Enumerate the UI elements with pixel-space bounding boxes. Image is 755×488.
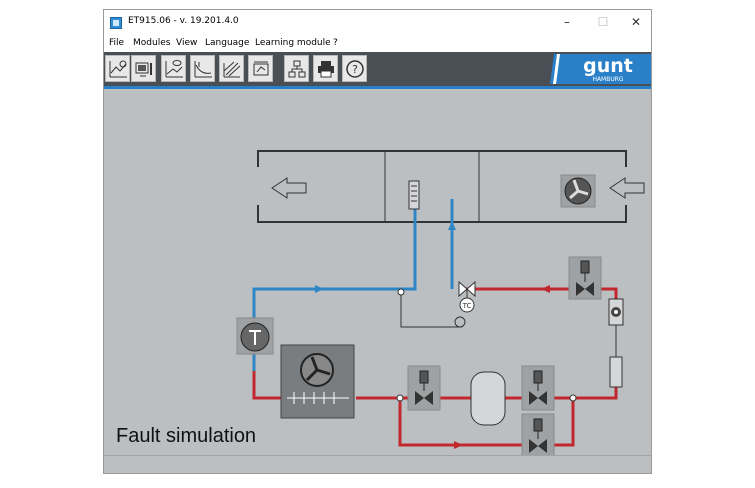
chart-view-button[interactable] [161, 55, 186, 82]
chart-curve-button[interactable] [190, 55, 215, 82]
compressor-icon[interactable] [236, 317, 274, 355]
maximize-button[interactable]: ☐ [597, 15, 609, 29]
air-inlet-arrow-icon [609, 177, 645, 199]
status-bar [104, 455, 651, 473]
diagram-icon [253, 61, 269, 76]
chart-time-button[interactable] [105, 55, 130, 82]
sight-glass-icon[interactable] [608, 298, 624, 326]
gunt-logo-text: gunt [583, 55, 633, 77]
process-diagram: TC [104, 89, 651, 455]
fault-simulation-label: Fault simulation [116, 425, 257, 447]
network-button[interactable] [284, 55, 309, 82]
menu-language[interactable]: Language [205, 38, 250, 48]
app-icon [110, 17, 122, 29]
solenoid-valve-left-icon[interactable] [407, 365, 441, 411]
help-icon: ? [346, 60, 364, 78]
chart-time-icon [109, 60, 127, 78]
menu-file[interactable]: File [109, 38, 125, 48]
menu-modules[interactable]: Modules [133, 38, 171, 48]
monitor-button[interactable] [131, 55, 156, 82]
app-window: ET915.06 - v. 19.201.4.0 – ☐ ✕ File Modu… [103, 9, 652, 474]
minimize-button[interactable]: – [564, 15, 570, 29]
solenoid-valve-bottom-icon[interactable] [521, 413, 555, 455]
expansion-valve-icon[interactable]: TC [397, 280, 476, 328]
chart-view-icon [165, 60, 183, 78]
title-bar: ET915.06 - v. 19.201.4.0 – ☐ ✕ [104, 10, 651, 36]
print-button[interactable] [313, 55, 338, 82]
menu-bar: File Modules View Language Learning modu… [104, 36, 651, 52]
svg-text:TC: TC [462, 302, 472, 310]
solenoid-valve-top-icon[interactable] [568, 256, 602, 300]
refrigeration-schematic: TC [236, 150, 645, 455]
grid-icon [223, 61, 241, 78]
svg-text:?: ? [352, 63, 358, 76]
window-title: ET915.06 - v. 19.201.4.0 [128, 16, 239, 26]
monitor-icon [135, 62, 152, 77]
air-duct [257, 150, 627, 223]
chart-curve-icon [194, 61, 212, 78]
grid-button[interactable] [219, 55, 244, 82]
filter-drier-icon[interactable] [609, 356, 623, 388]
help-button[interactable]: ? [342, 55, 367, 82]
solenoid-valve-right-icon[interactable] [521, 365, 555, 411]
close-button[interactable]: ✕ [630, 15, 642, 29]
evaporator-icon[interactable] [408, 180, 420, 210]
diagram-button[interactable] [248, 55, 273, 82]
network-icon [288, 60, 306, 78]
menu-learning-module[interactable]: Learning module [255, 38, 331, 48]
menu-view[interactable]: View [176, 38, 198, 48]
gunt-logo-subtext: HAMBURG [592, 76, 623, 83]
fan-icon[interactable] [560, 174, 596, 208]
gunt-logo: gunt HAMBURG [550, 54, 651, 84]
condenser-icon[interactable] [280, 344, 355, 419]
receiver-tank-icon[interactable] [470, 371, 506, 426]
menu-help[interactable]: ? [333, 38, 338, 48]
air-outlet-arrow-icon [271, 177, 307, 199]
toolbar-accent-line [104, 86, 651, 89]
print-icon [318, 61, 334, 78]
